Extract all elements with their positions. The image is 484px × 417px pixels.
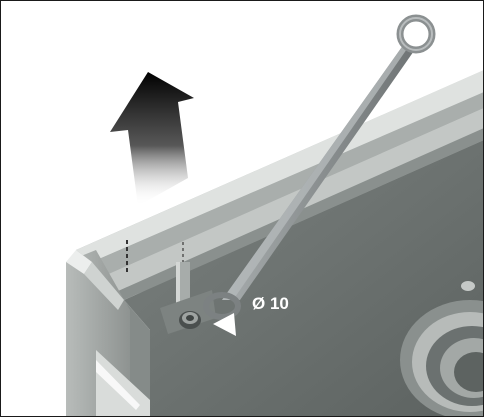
hex-nut	[179, 311, 201, 329]
triangle-pointer-icon	[213, 313, 236, 336]
ring-spanner-icon	[203, 14, 436, 320]
arrow-up-icon	[110, 72, 194, 206]
size-label: Ø 10	[252, 294, 289, 313]
round-fitting	[400, 281, 484, 417]
